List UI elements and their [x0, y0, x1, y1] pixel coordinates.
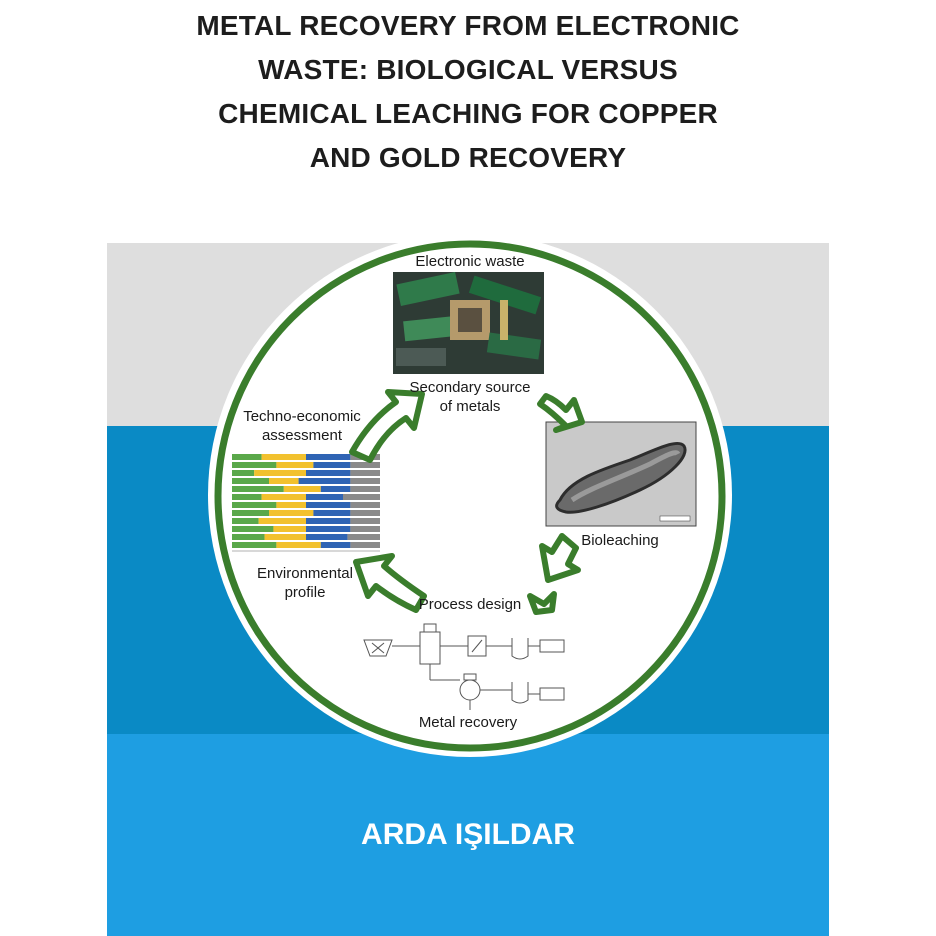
bar-segment: [350, 510, 380, 516]
label-secondary-line1: Secondary source: [410, 379, 531, 396]
arrow-from-process-icon: [527, 591, 557, 615]
bar-segment: [232, 494, 262, 500]
arrow-to-process-icon: [539, 533, 581, 583]
bar-segment: [350, 518, 380, 524]
bar-segment: [276, 462, 314, 468]
bar-segment: [306, 518, 351, 524]
bar-segment: [232, 478, 269, 484]
bar-segment: [276, 542, 321, 548]
bar-segment: [350, 486, 380, 492]
arrow-to-ewaste-icon: [349, 389, 425, 463]
electronic-waste-photo: [393, 272, 544, 374]
bar-segment: [232, 462, 277, 468]
title-line-1: METAL RECOVERY FROM ELECTRONIC: [196, 10, 740, 41]
arrow-to-environment-icon: [353, 553, 427, 613]
bar-segment: [269, 478, 299, 484]
bar-segment: [306, 470, 351, 476]
bar-segment: [232, 534, 265, 540]
bar-segment: [350, 542, 380, 548]
bar-segment: [350, 470, 380, 476]
bar-segment: [232, 526, 274, 532]
label-environmental-line1: Environmental: [257, 565, 353, 582]
bar-segment: [261, 454, 306, 460]
bar-segment: [261, 494, 306, 500]
process-flow-diagram: [363, 623, 565, 710]
title-line-2: WASTE: BIOLOGICAL VERSUS: [258, 54, 678, 85]
label-environmental-line2: profile: [285, 584, 326, 601]
bar-segment: [232, 454, 262, 460]
bar-segment: [306, 502, 351, 508]
bar-segment: [306, 454, 351, 460]
label-bioleaching: Bioleaching: [581, 532, 659, 549]
bar-segment: [350, 526, 380, 532]
bar-segment: [347, 534, 380, 540]
bar-segment: [264, 534, 306, 540]
label-metal-recovery: Metal recovery: [419, 714, 518, 731]
bar-segment: [232, 542, 277, 548]
bar-segment: [320, 486, 351, 492]
environmental-bar-chart: [232, 454, 380, 552]
title-line-4: AND GOLD RECOVERY: [309, 142, 627, 173]
bar-segment: [350, 462, 380, 468]
bar-segment: [232, 502, 277, 508]
bar-segment: [313, 462, 351, 468]
cycle-arrows: [349, 389, 585, 615]
bar-segment: [232, 510, 269, 516]
bar-segment: [306, 534, 348, 540]
label-electronic-waste: Electronic waste: [415, 253, 524, 270]
bar-segment: [254, 470, 306, 476]
bar-segment: [269, 510, 314, 516]
label-process-design: Process design: [419, 596, 522, 613]
light-blue-band: [107, 734, 829, 936]
author-name: ARDA IŞILDAR: [361, 818, 575, 851]
title-line-3: CHEMICAL LEACHING FOR COPPER: [218, 98, 718, 129]
label-techno-line2: assessment: [262, 427, 343, 444]
label-techno-line1: Techno-economic: [243, 408, 361, 425]
bar-segment: [232, 486, 284, 492]
cycle-circle: [214, 240, 726, 752]
bar-segment: [276, 502, 306, 508]
bar-segment: [343, 494, 380, 500]
bar-segment: [350, 478, 380, 484]
bacterium-micrograph: [545, 421, 697, 527]
bar-segment: [350, 502, 380, 508]
bar-segment: [258, 518, 306, 524]
bar-segment: [273, 526, 306, 532]
bar-segment: [306, 526, 351, 532]
bar-segment: [283, 486, 321, 492]
bar-segment: [306, 494, 343, 500]
bar-segment: [313, 510, 351, 516]
bar-segment: [232, 518, 259, 524]
label-secondary-line2: of metals: [440, 398, 501, 415]
bar-segment: [232, 470, 255, 476]
bar-segment: [320, 542, 351, 548]
arrow-to-bioleaching-icon: [537, 393, 585, 433]
book-title: METAL RECOVERY FROM ELECTRONIC WASTE: BI…: [100, 4, 836, 180]
bar-segment: [298, 478, 351, 484]
